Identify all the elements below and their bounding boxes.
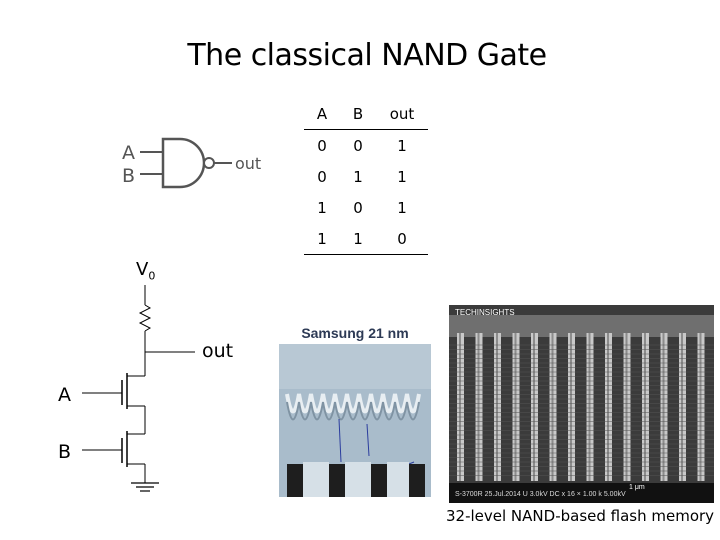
circuit-input-a-label: A [58,384,71,406]
gate-input-a-label: A [122,142,135,164]
cell-a: 0 [317,167,327,186]
sem-3d-nand-micrograph: TECHINSIGHTS 1 μm S-3700R 25.Jul.2014 U … [449,305,714,503]
cell-out: 1 [397,136,407,155]
gate-input-b-label: B [122,165,135,187]
samsung-21nm-micrograph: Samsung 21 nm [279,322,431,497]
sem-info-bar: S-3700R 25.Jul.2014 U 3.0kV DC x 16 × 1.… [455,491,626,498]
supply-voltage-label: V0 [136,259,156,283]
table-row: 0 0 1 [304,130,428,162]
cell-a: 1 [317,198,327,217]
circuit-output-label: out [202,340,234,362]
sem-scale-label: 1 μm [629,484,645,491]
slide-title: The classical NAND Gate [187,38,547,73]
circuit-input-b-label: B [58,441,72,463]
truth-table-header: A B out [304,98,428,130]
cell-b: 0 [353,136,363,155]
cell-out: 0 [376,223,428,255]
table-row: 0 1 1 [304,161,428,192]
cell-out: 1 [397,198,407,217]
nand-gate-symbol: A B out [122,137,261,189]
transistor-b [82,431,145,467]
cell-out: 1 [397,167,407,186]
table-row: 1 0 1 [304,192,428,223]
transistor-a [82,373,145,409]
samsung-caption: Samsung 21 nm [279,322,431,344]
sem-brand-label: TECHINSIGHTS [455,308,515,317]
cell-a: 1 [304,223,340,255]
cell-b: 1 [353,167,363,186]
pullup-resistor [138,304,152,332]
cell-a: 0 [317,136,327,155]
ground-icon [131,482,159,492]
gate-output-label: out [235,154,261,173]
header-b: B [340,98,376,130]
truth-table: A B out 0 0 1 0 1 1 1 0 1 1 1 0 [304,98,428,255]
flash-memory-caption: 32-level NAND-based flash memory [446,507,715,525]
header-a: A [304,98,340,130]
cell-b: 0 [353,198,363,217]
header-out: out [376,98,428,130]
table-row: 1 1 0 [304,223,428,255]
cell-b: 1 [340,223,376,255]
nand-circuit-schematic [82,285,195,492]
